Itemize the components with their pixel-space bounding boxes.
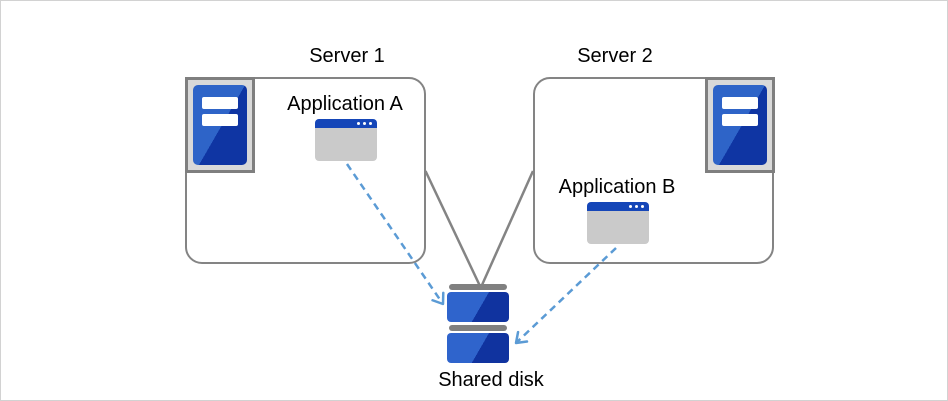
server2-icon xyxy=(705,77,775,173)
window-dot-icon xyxy=(363,122,366,125)
server1-icon xyxy=(185,77,255,173)
application-b-icon xyxy=(587,202,649,244)
window-dot-icon xyxy=(629,205,632,208)
shared-disk-label: Shared disk xyxy=(438,369,544,391)
window-dot-icon xyxy=(641,205,644,208)
application-a-icon xyxy=(315,119,377,161)
application-b-label: Application B xyxy=(558,176,676,198)
window-titlebar xyxy=(587,202,649,211)
drive-slot-icon xyxy=(722,97,758,109)
window-dot-icon xyxy=(357,122,360,125)
server1-label: Server 1 xyxy=(309,45,385,67)
disk-platter-icon xyxy=(447,292,509,322)
drive-slot-icon xyxy=(722,114,758,126)
window-dot-icon xyxy=(369,122,372,125)
server2-label: Server 2 xyxy=(577,45,653,67)
drive-slot-icon xyxy=(202,114,238,126)
connector-server2-disk xyxy=(480,170,535,286)
connector-server1-disk xyxy=(424,170,481,286)
window-dot-icon xyxy=(635,205,638,208)
window-body xyxy=(315,128,377,161)
server-tower-icon xyxy=(713,85,767,165)
window-body xyxy=(587,211,649,244)
window-titlebar xyxy=(315,119,377,128)
drive-slot-icon xyxy=(202,97,238,109)
application-a-label: Application A xyxy=(287,93,403,115)
disk-cap-icon xyxy=(449,284,507,290)
disk-platter-icon xyxy=(447,333,509,363)
server-tower-icon xyxy=(193,85,247,165)
disk-cap-icon xyxy=(449,325,507,331)
shared-disk-icon xyxy=(447,284,509,364)
